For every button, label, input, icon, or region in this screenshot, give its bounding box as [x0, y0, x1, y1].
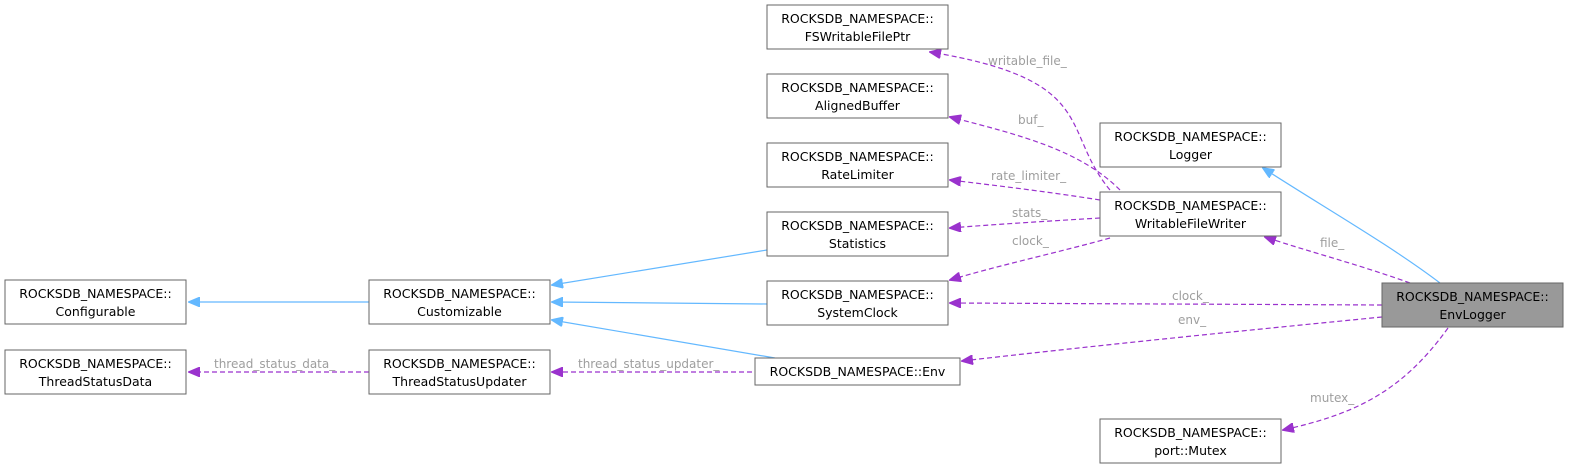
label-file: file_	[1320, 236, 1345, 250]
svg-text:Logger: Logger	[1169, 147, 1213, 162]
svg-text:SystemClock: SystemClock	[817, 305, 898, 320]
edge-mutex	[1283, 327, 1449, 430]
svg-text:ROCKSDB_NAMESPACE::: ROCKSDB_NAMESPACE::	[1396, 289, 1548, 304]
node-fswritablefileptr[interactable]: ROCKSDB_NAMESPACE:: FSWritableFilePtr	[766, 4, 949, 50]
label-rate-limiter: rate_limiter_	[991, 169, 1067, 183]
edge-envlogger-to-logger	[1263, 168, 1441, 284]
node-customizable[interactable]: ROCKSDB_NAMESPACE:: Customizable	[368, 279, 551, 325]
label-writable-file: writable_file_	[988, 54, 1068, 68]
node-env[interactable]: ROCKSDB_NAMESPACE::Env	[754, 357, 961, 386]
svg-text:ThreadStatusUpdater: ThreadStatusUpdater	[392, 374, 528, 389]
edge-env-to-customizable	[552, 320, 776, 359]
svg-text:ThreadStatusData: ThreadStatusData	[38, 374, 152, 389]
label-thread-status-data: thread_status_data_	[214, 357, 336, 371]
svg-text:EnvLogger: EnvLogger	[1439, 307, 1506, 322]
edge-stats	[950, 217, 1101, 228]
edge-statistics-to-customizable	[552, 249, 768, 285]
svg-text:ROCKSDB_NAMESPACE::: ROCKSDB_NAMESPACE::	[383, 286, 535, 301]
node-alignedbuffer[interactable]: ROCKSDB_NAMESPACE:: AlignedBuffer	[766, 73, 949, 119]
svg-text:ROCKSDB_NAMESPACE::: ROCKSDB_NAMESPACE::	[19, 356, 171, 371]
label-clock-env: clock_	[1172, 289, 1210, 303]
node-envlogger[interactable]: ROCKSDB_NAMESPACE:: EnvLogger	[1381, 282, 1564, 328]
svg-text:ROCKSDB_NAMESPACE::Env: ROCKSDB_NAMESPACE::Env	[770, 364, 946, 379]
label-stats: stats_	[1012, 206, 1048, 220]
node-systemclock[interactable]: ROCKSDB_NAMESPACE:: SystemClock	[766, 280, 949, 326]
svg-text:FSWritableFilePtr: FSWritableFilePtr	[805, 29, 911, 44]
svg-text:Configurable: Configurable	[56, 304, 136, 319]
svg-text:WritableFileWriter: WritableFileWriter	[1135, 216, 1247, 231]
svg-text:Statistics: Statistics	[829, 236, 886, 251]
label-mutex: mutex_	[1310, 391, 1355, 405]
svg-text:ROCKSDB_NAMESPACE::: ROCKSDB_NAMESPACE::	[781, 149, 933, 164]
label-buf: buf_	[1018, 113, 1044, 127]
svg-text:port::Mutex: port::Mutex	[1154, 443, 1227, 458]
edge-env	[962, 316, 1383, 361]
edge-clock-env	[950, 303, 1383, 305]
svg-text:ROCKSDB_NAMESPACE::: ROCKSDB_NAMESPACE::	[1114, 198, 1266, 213]
svg-text:AlignedBuffer: AlignedBuffer	[815, 98, 901, 113]
edge-systemclock-to-customizable	[552, 302, 768, 304]
svg-text:ROCKSDB_NAMESPACE::: ROCKSDB_NAMESPACE::	[1114, 129, 1266, 144]
node-mutex[interactable]: ROCKSDB_NAMESPACE:: port::Mutex	[1099, 418, 1282, 464]
svg-text:ROCKSDB_NAMESPACE::: ROCKSDB_NAMESPACE::	[781, 80, 933, 95]
label-clock-wfw: clock_	[1012, 234, 1050, 248]
edge-clock-wfw	[950, 237, 1111, 280]
svg-text:ROCKSDB_NAMESPACE::: ROCKSDB_NAMESPACE::	[781, 287, 933, 302]
edge-file	[1265, 237, 1411, 284]
svg-text:ROCKSDB_NAMESPACE::: ROCKSDB_NAMESPACE::	[781, 11, 933, 26]
svg-text:Customizable: Customizable	[417, 304, 502, 319]
label-thread-status-updater: thread_status_updater_	[578, 357, 720, 371]
svg-text:ROCKSDB_NAMESPACE::: ROCKSDB_NAMESPACE::	[1114, 425, 1266, 440]
node-threadstatusdata[interactable]: ROCKSDB_NAMESPACE:: ThreadStatusData	[4, 349, 187, 395]
node-writablefilewriter[interactable]: ROCKSDB_NAMESPACE:: WritableFileWriter	[1099, 191, 1282, 237]
edge-writable-file	[930, 52, 1111, 191]
node-ratelimiter[interactable]: ROCKSDB_NAMESPACE:: RateLimiter	[766, 142, 949, 188]
node-configurable[interactable]: ROCKSDB_NAMESPACE:: Configurable	[4, 279, 187, 325]
node-statistics[interactable]: ROCKSDB_NAMESPACE:: Statistics	[766, 211, 949, 257]
node-logger[interactable]: ROCKSDB_NAMESPACE:: Logger	[1099, 122, 1282, 168]
label-env: env_	[1178, 313, 1207, 327]
svg-text:ROCKSDB_NAMESPACE::: ROCKSDB_NAMESPACE::	[781, 218, 933, 233]
svg-text:ROCKSDB_NAMESPACE::: ROCKSDB_NAMESPACE::	[19, 286, 171, 301]
svg-text:ROCKSDB_NAMESPACE::: ROCKSDB_NAMESPACE::	[383, 356, 535, 371]
edge-buf	[950, 117, 1121, 191]
node-threadstatusupdater[interactable]: ROCKSDB_NAMESPACE:: ThreadStatusUpdater	[368, 349, 551, 395]
svg-text:RateLimiter: RateLimiter	[821, 167, 894, 182]
edge-rate-limiter	[950, 180, 1101, 201]
